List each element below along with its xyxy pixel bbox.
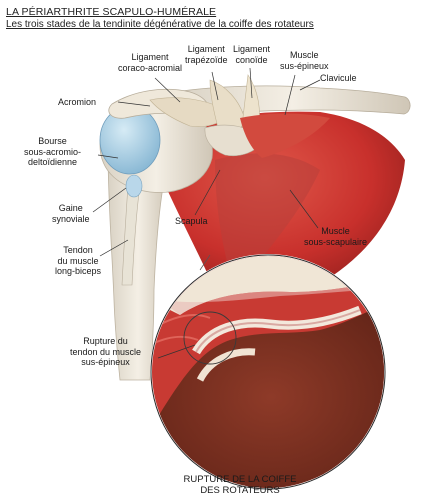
- zoom-line: [199, 254, 211, 271]
- label-ligament-coraco-acromial: Ligament coraco-acromial: [118, 52, 183, 73]
- label-muscle-sus-epineux: Muscle sus-épineux: [280, 50, 329, 71]
- label-rupture-tendon: Rupture du tendon du muscle sus-épineux: [70, 336, 142, 367]
- label-acromion: Acromion: [58, 97, 97, 107]
- label-ligament-trapezoide: Ligament trapézoïde: [185, 44, 228, 65]
- label-gaine-synoviale: Gaine synoviale: [52, 203, 90, 224]
- gaine-synoviale-shape: [125, 174, 143, 198]
- page-subtitle: Les trois stades de la tendinite dégénér…: [6, 19, 314, 30]
- figure-caption: RUPTURE DE LA COIFFE DES ROTATEURS: [183, 474, 297, 496]
- inset-rupture: [150, 254, 386, 490]
- muscle-sus-epineux-shape: [240, 113, 330, 158]
- label-ligament-conoide: Ligament conoïde: [233, 44, 271, 65]
- scapula-shape: [215, 153, 320, 290]
- label-clavicule: Clavicule: [320, 73, 357, 83]
- humerus-shape: [107, 149, 169, 381]
- label-scapula: Scapula: [175, 216, 208, 226]
- label-bourse: Bourse sous-acromio- deltoïdienne: [24, 136, 82, 167]
- tendon-biceps-shape: [121, 184, 141, 286]
- label-tendon-biceps: Tendon du muscle long-biceps: [55, 245, 102, 276]
- leader-lines: [92, 67, 321, 359]
- label-muscle-sous-scapulaire: Muscle sous-scapulaire: [304, 226, 368, 247]
- page-title: LA PÉRIARTHRITE SCAPULO-HUMÉRALE: [6, 6, 217, 18]
